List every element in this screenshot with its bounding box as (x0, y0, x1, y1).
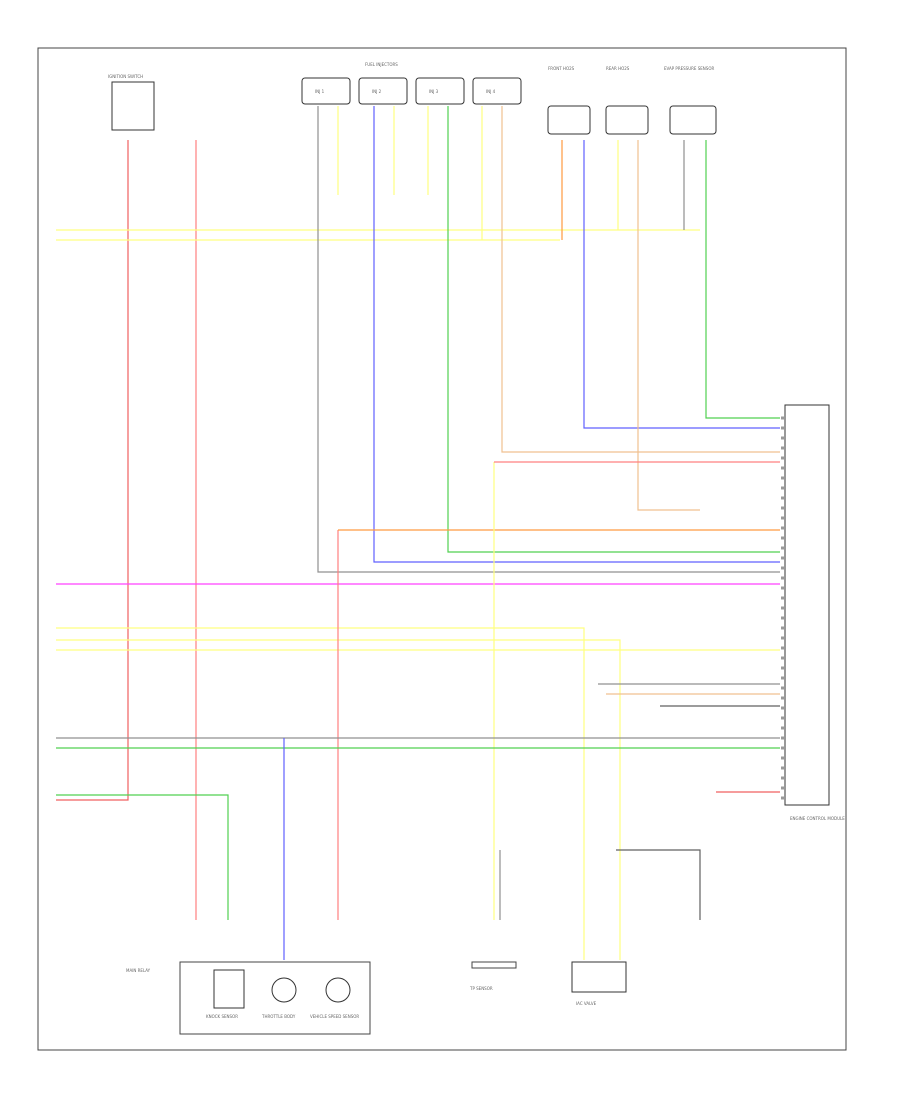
ecm-pin (781, 486, 785, 490)
ecm-pin (781, 796, 785, 800)
speed-sensor (325, 977, 351, 1003)
ecm-pin (781, 766, 785, 770)
ecm-label: ENGINE CONTROL MODULE (790, 816, 845, 821)
injector-2 (358, 77, 408, 105)
tp-sensor (471, 961, 517, 969)
wire-green-ground (56, 794, 229, 920)
injector-1 (301, 77, 351, 105)
rear-sensor (605, 105, 649, 135)
wire-yellow-mid-2 (56, 639, 621, 960)
wire-yellow-mid-1 (56, 627, 585, 960)
ecm-pin (781, 666, 785, 670)
wire-inj1 (317, 106, 780, 573)
ecm-pin (781, 466, 785, 470)
diagram-frame (37, 47, 847, 1051)
ecm-pin (781, 736, 785, 740)
ecm-pin (781, 636, 785, 640)
injector-1-label: INJ 1 (315, 89, 325, 94)
wire-inj2 (373, 106, 780, 563)
wire-iac-ret (616, 849, 701, 920)
injector-4-label: INJ 4 (486, 89, 496, 94)
ecm-pin (781, 476, 785, 480)
ecm-pin (781, 626, 785, 630)
wire-rear-sensor-sig (637, 140, 700, 511)
ecm-pin (781, 596, 785, 600)
wire-inj3 (447, 106, 780, 553)
ecm-pin (781, 696, 785, 700)
main-relay (179, 961, 371, 1035)
main-relay-label: MAIN RELAY (126, 968, 151, 973)
wire-layer (56, 106, 780, 960)
ecm-pin (781, 556, 785, 560)
ecm-pin (781, 726, 785, 730)
ecm-pin (781, 416, 785, 420)
knock-sensor-label: KNOCK SENSOR (206, 1014, 238, 1019)
wire-red-left (56, 140, 129, 801)
ecm-pin (781, 746, 785, 750)
ignition-switch (111, 81, 155, 131)
speed-sensor-label: VEHICLE SPEED SENSOR (310, 1014, 359, 1019)
evap-sensor (669, 105, 717, 135)
ecm-pin (781, 526, 785, 530)
ecm-pin (781, 606, 785, 610)
injector-2-label: INJ 2 (372, 89, 382, 94)
wire-evap-sig (705, 140, 780, 419)
ecm-pin (781, 686, 785, 690)
rear-sensor-label: REAR HO2S (606, 66, 630, 71)
ecm-pin (781, 536, 785, 540)
iac-valve (571, 961, 627, 993)
ignition-switch-label: IGNITION SWITCH (108, 74, 143, 79)
injector-3 (415, 77, 465, 105)
ecm-pin (781, 456, 785, 460)
throttle-body-label: THROTTLE BODY (261, 1014, 296, 1019)
ecm-pin (781, 706, 785, 710)
wire-inj4 (501, 106, 780, 453)
ecm-pin (781, 576, 785, 580)
injector-3-label: INJ 3 (429, 89, 439, 94)
ecm-pin (781, 496, 785, 500)
ecm-pin (781, 616, 785, 620)
front-sensor (547, 105, 591, 135)
ecm-pin (781, 426, 785, 430)
throttle-body (271, 977, 297, 1003)
ecm-pin (781, 676, 785, 680)
ecm-pin (781, 586, 785, 590)
diagram-title: FUEL INJECTORS (365, 62, 398, 67)
iac-valve-label: IAC VALVE (576, 1001, 597, 1006)
ecm-pins (781, 416, 785, 800)
ecm-pin (781, 506, 785, 510)
ecm-pin (781, 776, 785, 780)
front-sensor-label: FRONT HO2S (548, 66, 575, 71)
ecm-pin (781, 446, 785, 450)
evap-sensor-label: EVAP PRESSURE SENSOR (664, 66, 714, 71)
ecm-pin (781, 436, 785, 440)
ecm-connector (784, 404, 830, 806)
ecm-pin (781, 716, 785, 720)
ecm-pin (781, 656, 785, 660)
ecm-pin (781, 756, 785, 760)
ecm-pin (781, 516, 785, 520)
knock-sensor (213, 969, 245, 1009)
wire-front-sensor-sig (583, 140, 780, 429)
tp-sensor-label: TP SENSOR (469, 986, 493, 991)
ecm-pin (781, 546, 785, 550)
injector-4 (472, 77, 522, 105)
ecm-pin (781, 646, 785, 650)
ecm-pin (781, 786, 785, 790)
ecm-pin (781, 566, 785, 570)
